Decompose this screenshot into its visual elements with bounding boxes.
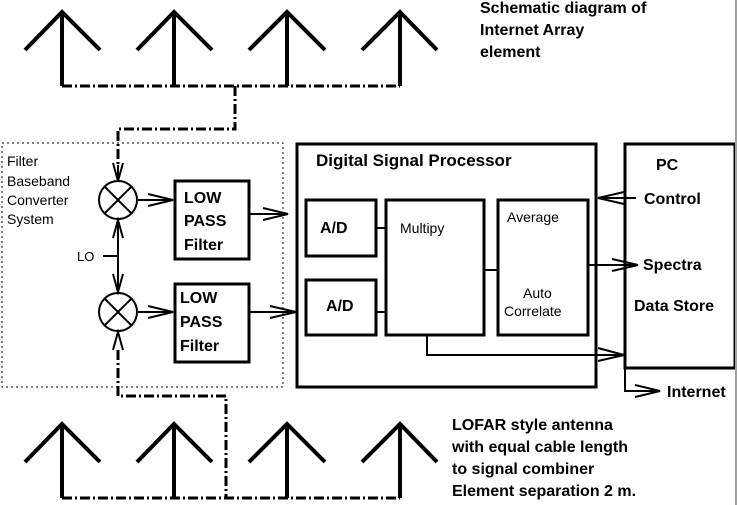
system-label-line: Baseband bbox=[7, 173, 70, 189]
diagram-title: Schematic diagram of Internet Array elem… bbox=[480, 0, 647, 61]
lo-label: LO bbox=[77, 249, 94, 264]
antenna-icon bbox=[247, 421, 327, 498]
lpf-label-line: Filter bbox=[184, 237, 223, 254]
lpf-label-line: PASS bbox=[180, 314, 223, 331]
title-line: Schematic diagram of bbox=[480, 0, 647, 17]
arrow-icon bbox=[611, 258, 639, 272]
multiply-to-pc-line bbox=[426, 336, 624, 356]
bottom-feed-cable bbox=[116, 350, 228, 498]
pc-data-store-label: Data Store bbox=[634, 298, 714, 315]
note-line: Element separation 2 m. bbox=[452, 483, 636, 500]
antenna-icon bbox=[23, 421, 102, 498]
ad-label: A/D bbox=[320, 220, 348, 237]
arrow-icon bbox=[147, 305, 174, 319]
antenna-icon bbox=[135, 9, 214, 86]
ad-converter-2: A/D bbox=[304, 278, 378, 337]
top-feed-cable bbox=[116, 86, 237, 165]
antenna-icon bbox=[23, 9, 102, 86]
internet-label: Internet bbox=[667, 384, 726, 401]
mixer-1-icon bbox=[98, 180, 138, 220]
ad-label: A/D bbox=[326, 298, 354, 315]
system-label-line: Filter bbox=[7, 153, 38, 169]
arrow-icon bbox=[597, 191, 625, 205]
lo-arrow-up-icon bbox=[112, 216, 124, 239]
antenna-icon bbox=[360, 421, 439, 498]
arrow-icon bbox=[634, 384, 661, 398]
arrow-icon bbox=[147, 193, 174, 207]
antenna-note: LOFAR style antenna with equal cable len… bbox=[451, 417, 636, 500]
pc-title: PC bbox=[656, 157, 679, 174]
system-label-line: System bbox=[7, 211, 54, 227]
top-antenna-array bbox=[23, 9, 439, 185]
title-line: element bbox=[480, 44, 541, 61]
antenna-icon bbox=[247, 9, 327, 86]
lpf-label-line: PASS bbox=[184, 213, 227, 230]
autocorrelate-label-line: Auto bbox=[523, 285, 552, 301]
system-label-line: Converter bbox=[7, 192, 69, 208]
title-line: Internet Array bbox=[480, 22, 584, 39]
autocorrelate-label-line: Correlate bbox=[504, 303, 562, 319]
antenna-icon bbox=[135, 421, 214, 498]
arrow-into-mixer-2 bbox=[112, 328, 124, 351]
note-line: LOFAR style antenna bbox=[452, 417, 613, 434]
low-pass-filter-2: LOW PASS Filter bbox=[173, 282, 251, 364]
lpf-label-line: LOW bbox=[180, 290, 218, 307]
pc-control-label: Control bbox=[644, 191, 701, 208]
arrow-icon bbox=[262, 207, 289, 221]
pc-block: PC Control Spectra Data Store Internet bbox=[589, 142, 737, 401]
lpf-label-line: Filter bbox=[180, 338, 219, 355]
low-pass-filter-1: LOW PASS Filter bbox=[173, 179, 251, 261]
filter-baseband-converter-system: Filter Baseband Converter System LO bbox=[1, 142, 297, 388]
note-line: with equal cable length bbox=[451, 439, 628, 456]
converter-system-boundary bbox=[1, 142, 284, 388]
window-edge bbox=[735, 0, 737, 505]
lo-arrow-down-icon bbox=[112, 273, 124, 296]
note-line: to signal combiner bbox=[452, 461, 594, 478]
multiply-block: Multipy bbox=[384, 198, 486, 337]
internet-line bbox=[624, 368, 660, 392]
average-autocorrelate-block: Average Auto Correlate bbox=[496, 198, 590, 337]
antenna-icon bbox=[360, 9, 439, 86]
digital-signal-processor: Digital Signal Processor A/D A/D Multipy… bbox=[295, 142, 625, 389]
lpf-label-line: LOW bbox=[184, 190, 222, 207]
bottom-antenna-array bbox=[23, 350, 439, 500]
multiply-label: Multipy bbox=[400, 220, 444, 236]
average-label: Average bbox=[507, 209, 559, 225]
pc-spectra-label: Spectra bbox=[643, 257, 702, 274]
ad-converter-1: A/D bbox=[304, 198, 378, 258]
mixer-2-icon bbox=[98, 292, 138, 332]
dsp-title: Digital Signal Processor bbox=[316, 151, 512, 170]
